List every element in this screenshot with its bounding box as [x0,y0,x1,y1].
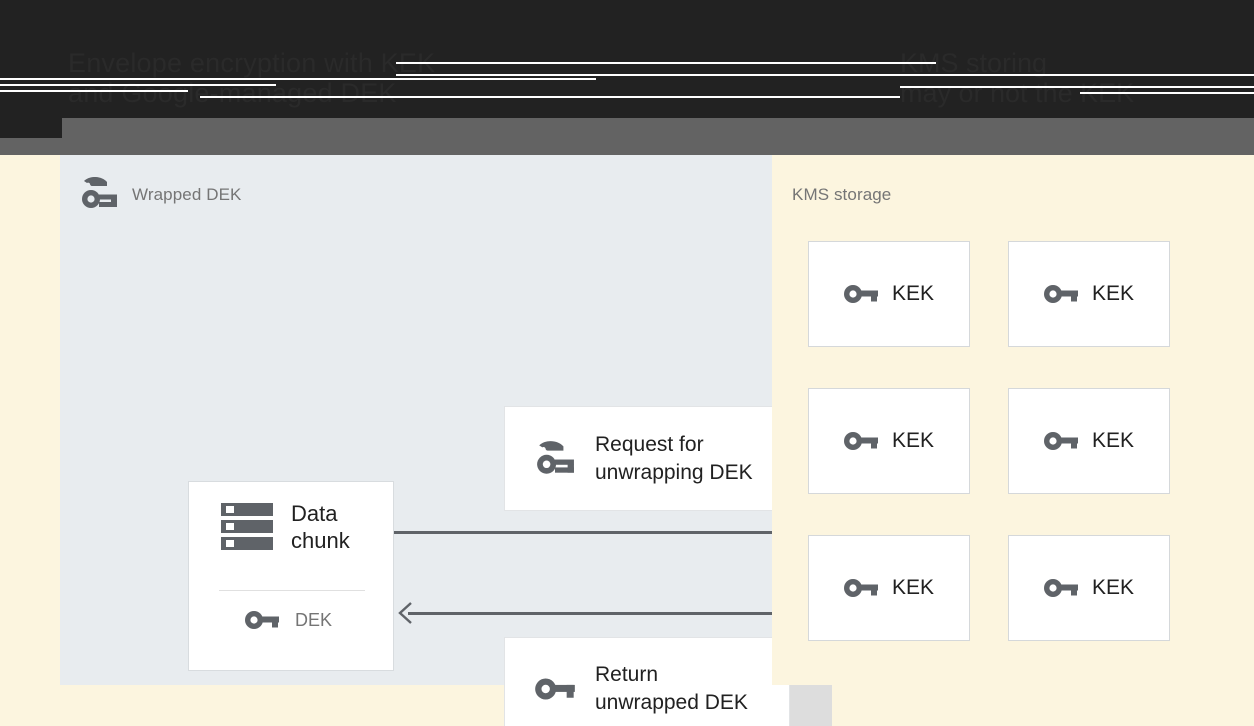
kek-label: KEK [1091,429,1135,452]
header-title-left: Envelope encryption with KEK and Google-… [68,48,436,108]
header-title-right: KMS storing may or not the KEK [900,48,1135,108]
key-icon [1043,429,1078,453]
kek-label: KEK [891,576,935,599]
return-unwrapped-card[interactable]: Return unwrapped DEK [504,637,790,726]
kek-label: KEK [1091,282,1135,305]
kek-card[interactable]: KEK [808,388,970,494]
kek-card[interactable]: KEK [808,241,970,347]
wrapped-key-icon [80,176,118,211]
kek-label: KEK [1091,576,1135,599]
kms-panel-title: KMS storage [792,185,892,204]
window-toolbar [0,118,1254,155]
kek-label: KEK [891,282,935,305]
render-artifact-streak [200,96,900,98]
request-unwrap-card[interactable]: Request for unwrapping DEK [504,406,790,511]
kms-panel: KMS storage KEK KEK [772,155,1254,685]
dek-label: DEK [295,609,333,630]
kek-grid: KEK KEK KEK [808,241,1170,641]
kek-label: KEK [891,429,935,452]
arrow-request-line [394,531,832,534]
key-icon [1043,576,1078,600]
kek-card[interactable]: KEK [808,535,970,641]
render-artifact-streak [900,86,1254,88]
kek-card[interactable]: KEK [1008,241,1170,347]
arrow-return-head [398,601,420,624]
kek-card[interactable]: KEK [1008,388,1170,494]
render-artifact-streak [396,74,1254,76]
key-icon [843,429,878,453]
left-panel-title: Wrapped DEK [132,185,242,204]
data-chunk-dek-row: DEK [189,608,393,632]
render-artifact-streak [1080,92,1254,94]
data-chunk-card[interactable]: Data chunk DEK [188,481,394,671]
key-icon [1043,282,1078,306]
data-chunk-header: Data chunk [189,500,393,554]
toolbar-notch [0,118,62,138]
key-icon [245,608,279,632]
key-icon [843,576,878,600]
client-panel: Wrapped DEK [60,155,832,726]
key-icon [843,282,878,306]
render-artifact-streak [0,78,596,80]
kek-card[interactable]: KEK [1008,535,1170,641]
window-titlebar: Envelope encryption with KEK and Google-… [0,0,1254,118]
key-icon [535,675,575,703]
render-artifact-streak [0,90,188,92]
wrapped-key-icon [535,440,575,477]
render-artifact-streak [0,84,276,86]
render-artifact-streak [396,62,936,64]
request-unwrap-label: Request for unwrapping DEK [595,432,753,484]
data-chunk-label: Data chunk [291,501,350,553]
arrow-return-line [408,612,832,615]
return-unwrapped-label: Return unwrapped DEK [595,663,748,714]
server-stack-icon [219,501,275,553]
data-chunk-divider [219,590,365,591]
